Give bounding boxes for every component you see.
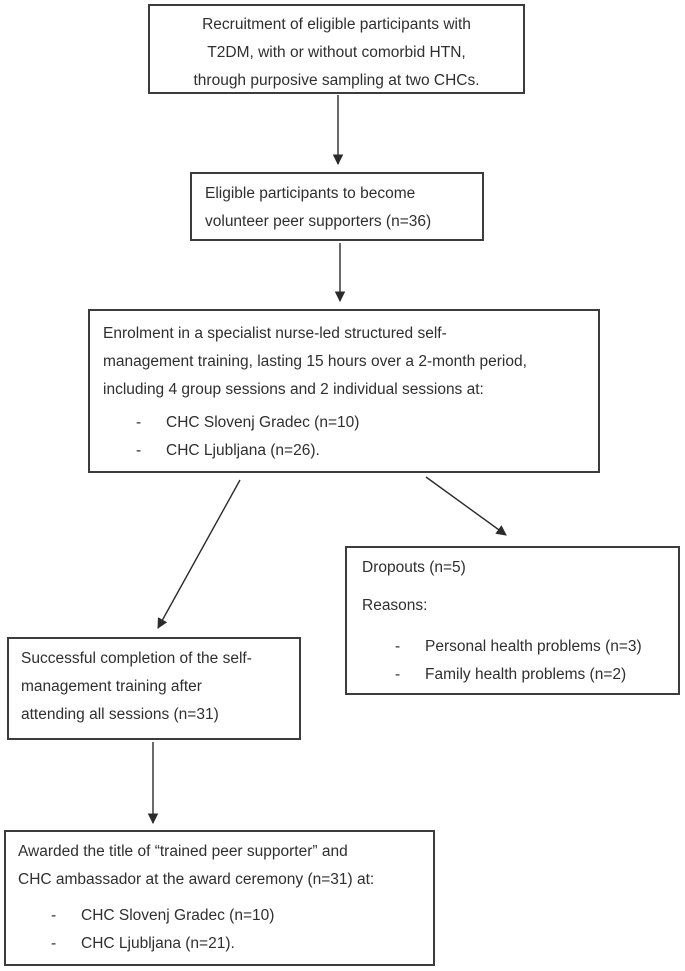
bullet-dash: -: [395, 666, 401, 683]
arrow-enrolment-to-dropouts: [425, 476, 507, 536]
box-dropouts: Dropouts (n=5) Reasons: - Personal healt…: [345, 546, 680, 695]
bullet-text: CHC Ljubljana (n=26).: [166, 442, 320, 459]
list-item: - CHC Slovenj Gradec (n=10): [103, 409, 598, 437]
list-item: - CHC Ljubljana (n=26).: [103, 437, 598, 465]
bullet-text: Family health problems (n=2): [425, 666, 627, 683]
box-awarded-title: Awarded the title of “trained peer suppo…: [4, 830, 435, 966]
text-line: CHC ambassador at the award ceremony (n=…: [18, 871, 375, 888]
bullet-text: CHC Slovenj Gradec (n=10): [166, 414, 360, 431]
box-eligible-participants: Eligible participants to become voluntee…: [190, 172, 484, 241]
text-line: management training, lasting 15 hours ov…: [103, 353, 527, 370]
bullet-dash: -: [395, 638, 401, 655]
bullet-dash: -: [51, 935, 57, 952]
bullet-text: Personal health problems (n=3): [425, 638, 642, 655]
list-item: - Family health problems (n=2): [362, 661, 678, 689]
arrow-enrolment-to-completion: [157, 479, 241, 629]
box-enrolment-training: Enrolment in a specialist nurse-led stru…: [88, 309, 600, 473]
box-successful-completion: Successful completion of the self- manag…: [7, 637, 301, 740]
bullet-dash: -: [51, 907, 57, 924]
list-item: - Personal health problems (n=3): [362, 633, 678, 661]
text-line: Eligible participants to become: [205, 185, 416, 202]
text-line: volunteer peer supporters (n=36): [205, 213, 432, 230]
text-line: including 4 group sessions and 2 individ…: [103, 381, 484, 398]
reasons-bullet-list: - Personal health problems (n=3) - Famil…: [362, 633, 678, 689]
text-line: Awarded the title of “trained peer suppo…: [18, 843, 348, 860]
text-line: Enrolment in a specialist nurse-led stru…: [103, 325, 447, 342]
bullet-text: CHC Slovenj Gradec (n=10): [81, 907, 275, 924]
bullet-text: CHC Ljubljana (n=21).: [81, 935, 235, 952]
chc-bullet-list: - CHC Slovenj Gradec (n=10) - CHC Ljublj…: [103, 409, 598, 465]
text-line: Successful completion of the self-: [21, 650, 252, 667]
list-item: - CHC Slovenj Gradec (n=10): [18, 902, 433, 930]
text-line: attending all sessions (n=31): [21, 706, 219, 723]
text-line: T2DM, with or without comorbid HTN,: [207, 44, 466, 61]
list-item: - CHC Ljubljana (n=21).: [18, 930, 433, 958]
bullet-dash: -: [136, 414, 142, 431]
box-recruitment: Recruitment of eligible participants wit…: [148, 4, 525, 94]
chc-bullet-list: - CHC Slovenj Gradec (n=10) - CHC Ljublj…: [18, 902, 433, 958]
text-line: management training after: [21, 678, 202, 695]
text-line: through purposive sampling at two CHCs.: [193, 72, 480, 89]
text-line: Recruitment of eligible participants wit…: [202, 16, 471, 33]
dropouts-title: Dropouts (n=5): [362, 559, 466, 576]
bullet-dash: -: [136, 442, 142, 459]
reasons-label: Reasons:: [362, 597, 428, 614]
